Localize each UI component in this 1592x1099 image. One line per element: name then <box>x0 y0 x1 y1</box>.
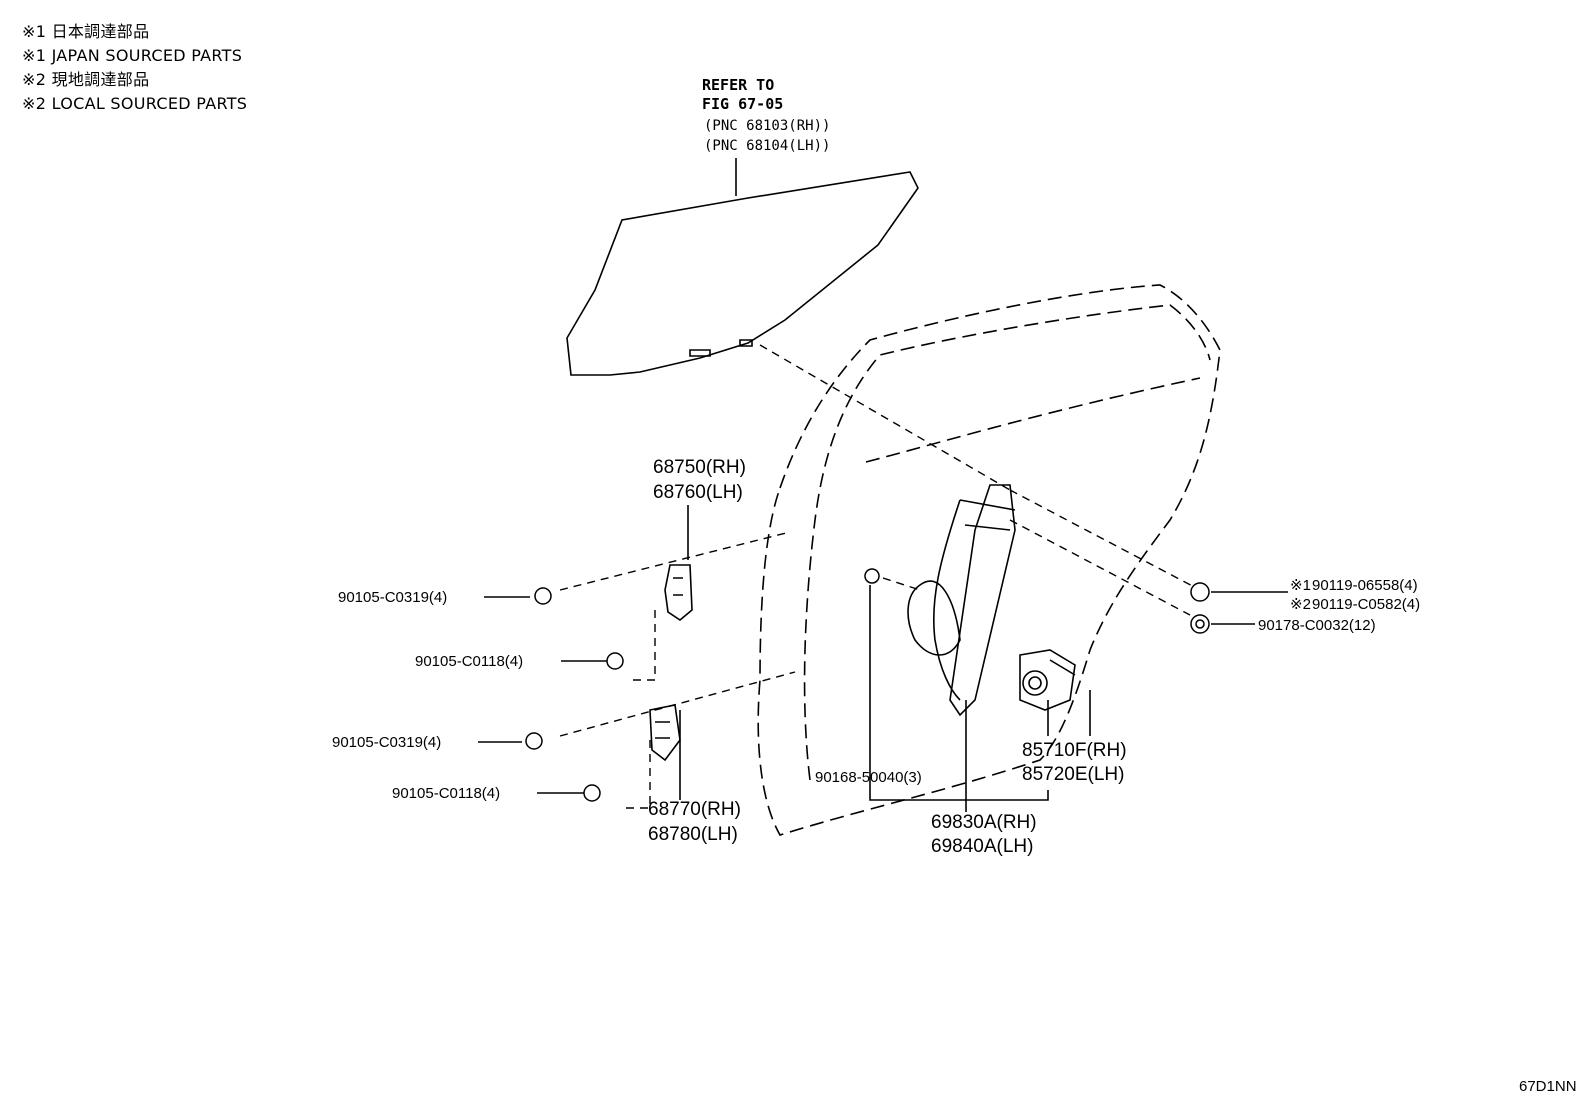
label-bolt-jp-mark: ※1 <box>1290 577 1311 594</box>
glass-clip <box>689 339 753 357</box>
label-bolt-lower-2: 90105-C0118(4) <box>392 785 500 802</box>
label-screw: 90168-50040(3) <box>815 769 922 786</box>
bolt-upper-1-icon <box>534 587 552 605</box>
label-bolt-lower-1: 90105-C0319(4) <box>332 734 441 751</box>
label-nut: 90178-C0032(12) <box>1258 617 1376 634</box>
door-inner-frame <box>803 304 1211 781</box>
bolt-upper-2-icon <box>606 652 624 670</box>
bolt-lower-1-icon <box>525 732 543 750</box>
door-glass <box>566 171 919 376</box>
label-bolt-local: 90119-C0582(4) <box>1312 596 1420 613</box>
label-bolt-upper-2: 90105-C0118(4) <box>415 653 523 670</box>
refer-line-2: FIG 67-05 <box>702 95 783 113</box>
hinge-lower <box>649 704 681 762</box>
regulator-motor <box>1019 649 1076 711</box>
label-motor-lh: 85720E(LH) <box>1022 764 1124 785</box>
bolt-lower-2-icon <box>583 784 601 802</box>
label-hinge-upper-lh: 68760(LH) <box>653 482 743 503</box>
label-regulator-rh: 69830A(RH) <box>931 812 1037 833</box>
refer-line-3: (PNC 68103(RH)) <box>704 118 830 134</box>
label-hinge-lower-rh: 68770(RH) <box>648 799 741 820</box>
label-bolt-upper-1: 90105-C0319(4) <box>338 589 447 606</box>
label-motor-rh: 85710F(RH) <box>1022 740 1127 761</box>
bolt-jp-icon <box>1190 582 1210 602</box>
label-bolt-local-mark: ※2 <box>1290 596 1311 613</box>
note-local-sourced-ja: ※2 現地調達部品 <box>22 70 150 89</box>
diagram-code: 67D1NN <box>1519 1078 1577 1095</box>
hinge-upper <box>664 564 693 621</box>
label-hinge-upper-rh: 68750(RH) <box>653 457 746 478</box>
label-regulator-lh: 69840A(LH) <box>931 836 1033 857</box>
door-outline <box>757 284 1221 836</box>
refer-line-1: REFER TO <box>702 76 774 94</box>
note-jp-sourced-en: ※1 JAPAN SOURCED PARTS <box>22 46 243 65</box>
note-local-sourced-en: ※2 LOCAL SOURCED PARTS <box>22 94 248 113</box>
screw-icon <box>864 568 880 584</box>
window-regulator <box>949 484 1016 717</box>
label-bolt-jp: 90119-06558(4) <box>1312 577 1418 594</box>
note-jp-sourced-ja: ※1 日本調達部品 <box>22 22 150 41</box>
label-hinge-lower-lh: 68780(LH) <box>648 824 738 845</box>
refer-line-4: (PNC 68104(LH)) <box>704 138 830 154</box>
